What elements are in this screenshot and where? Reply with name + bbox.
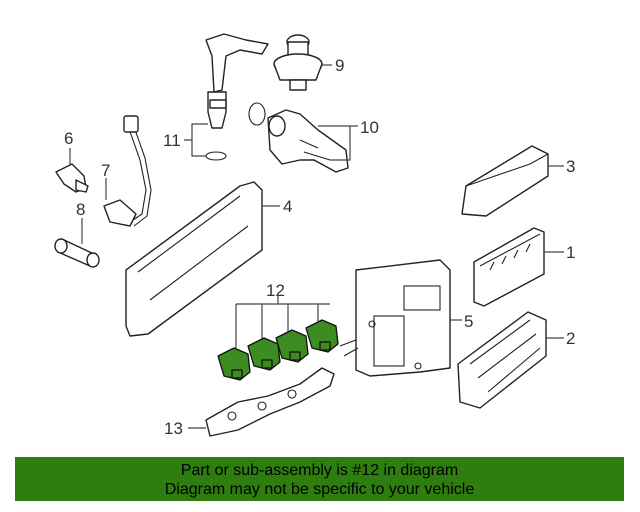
part-8-cylinder[interactable] bbox=[54, 238, 100, 268]
callout-5: 5 bbox=[464, 312, 473, 331]
callout-2: 2 bbox=[566, 329, 575, 348]
part-12-ignition-coil-4[interactable] bbox=[305, 319, 339, 353]
banner-line-2: Diagram may not be specific to your vehi… bbox=[164, 481, 475, 498]
part-4-cover[interactable] bbox=[125, 181, 263, 337]
part-10-sensor[interactable] bbox=[248, 102, 349, 173]
callout-8: 8 bbox=[76, 200, 85, 219]
callout-12: 12 bbox=[266, 281, 285, 300]
leader-11 bbox=[184, 123, 208, 157]
parts-diagram: 9 11 10 6 7 8 4 bbox=[54, 33, 575, 438]
part-5-module[interactable] bbox=[339, 259, 451, 377]
part-12-ignition-coil-2[interactable] bbox=[247, 337, 281, 371]
callout-6: 6 bbox=[64, 129, 73, 148]
part-2-housing[interactable] bbox=[457, 311, 547, 409]
part-13-bracket[interactable] bbox=[205, 367, 335, 437]
info-banner: Part or sub-assembly is #12 in diagram D… bbox=[15, 457, 624, 501]
callout-9: 9 bbox=[335, 56, 344, 75]
banner-line-1: Part or sub-assembly is #12 in diagram bbox=[180, 462, 459, 479]
part-6-sensor[interactable] bbox=[55, 163, 89, 193]
callout-13: 13 bbox=[164, 419, 183, 438]
part-7-wire[interactable] bbox=[103, 115, 152, 227]
leader-10 bbox=[318, 125, 358, 161]
part-12-ignition-coil-1[interactable] bbox=[217, 347, 251, 381]
part-1-relay-block[interactable] bbox=[473, 227, 545, 307]
callout-7: 7 bbox=[101, 161, 110, 180]
callout-1: 1 bbox=[566, 243, 575, 262]
part-11-sensor[interactable] bbox=[205, 33, 269, 161]
callout-11: 11 bbox=[163, 131, 181, 150]
part-12-ignition-coil-3[interactable] bbox=[275, 329, 309, 363]
callout-10: 10 bbox=[360, 118, 379, 137]
part-3-lid[interactable] bbox=[461, 145, 549, 217]
part-9-sensor[interactable] bbox=[273, 34, 323, 91]
callout-4: 4 bbox=[283, 197, 292, 216]
leader-12 bbox=[235, 296, 330, 348]
callout-3: 3 bbox=[566, 157, 575, 176]
